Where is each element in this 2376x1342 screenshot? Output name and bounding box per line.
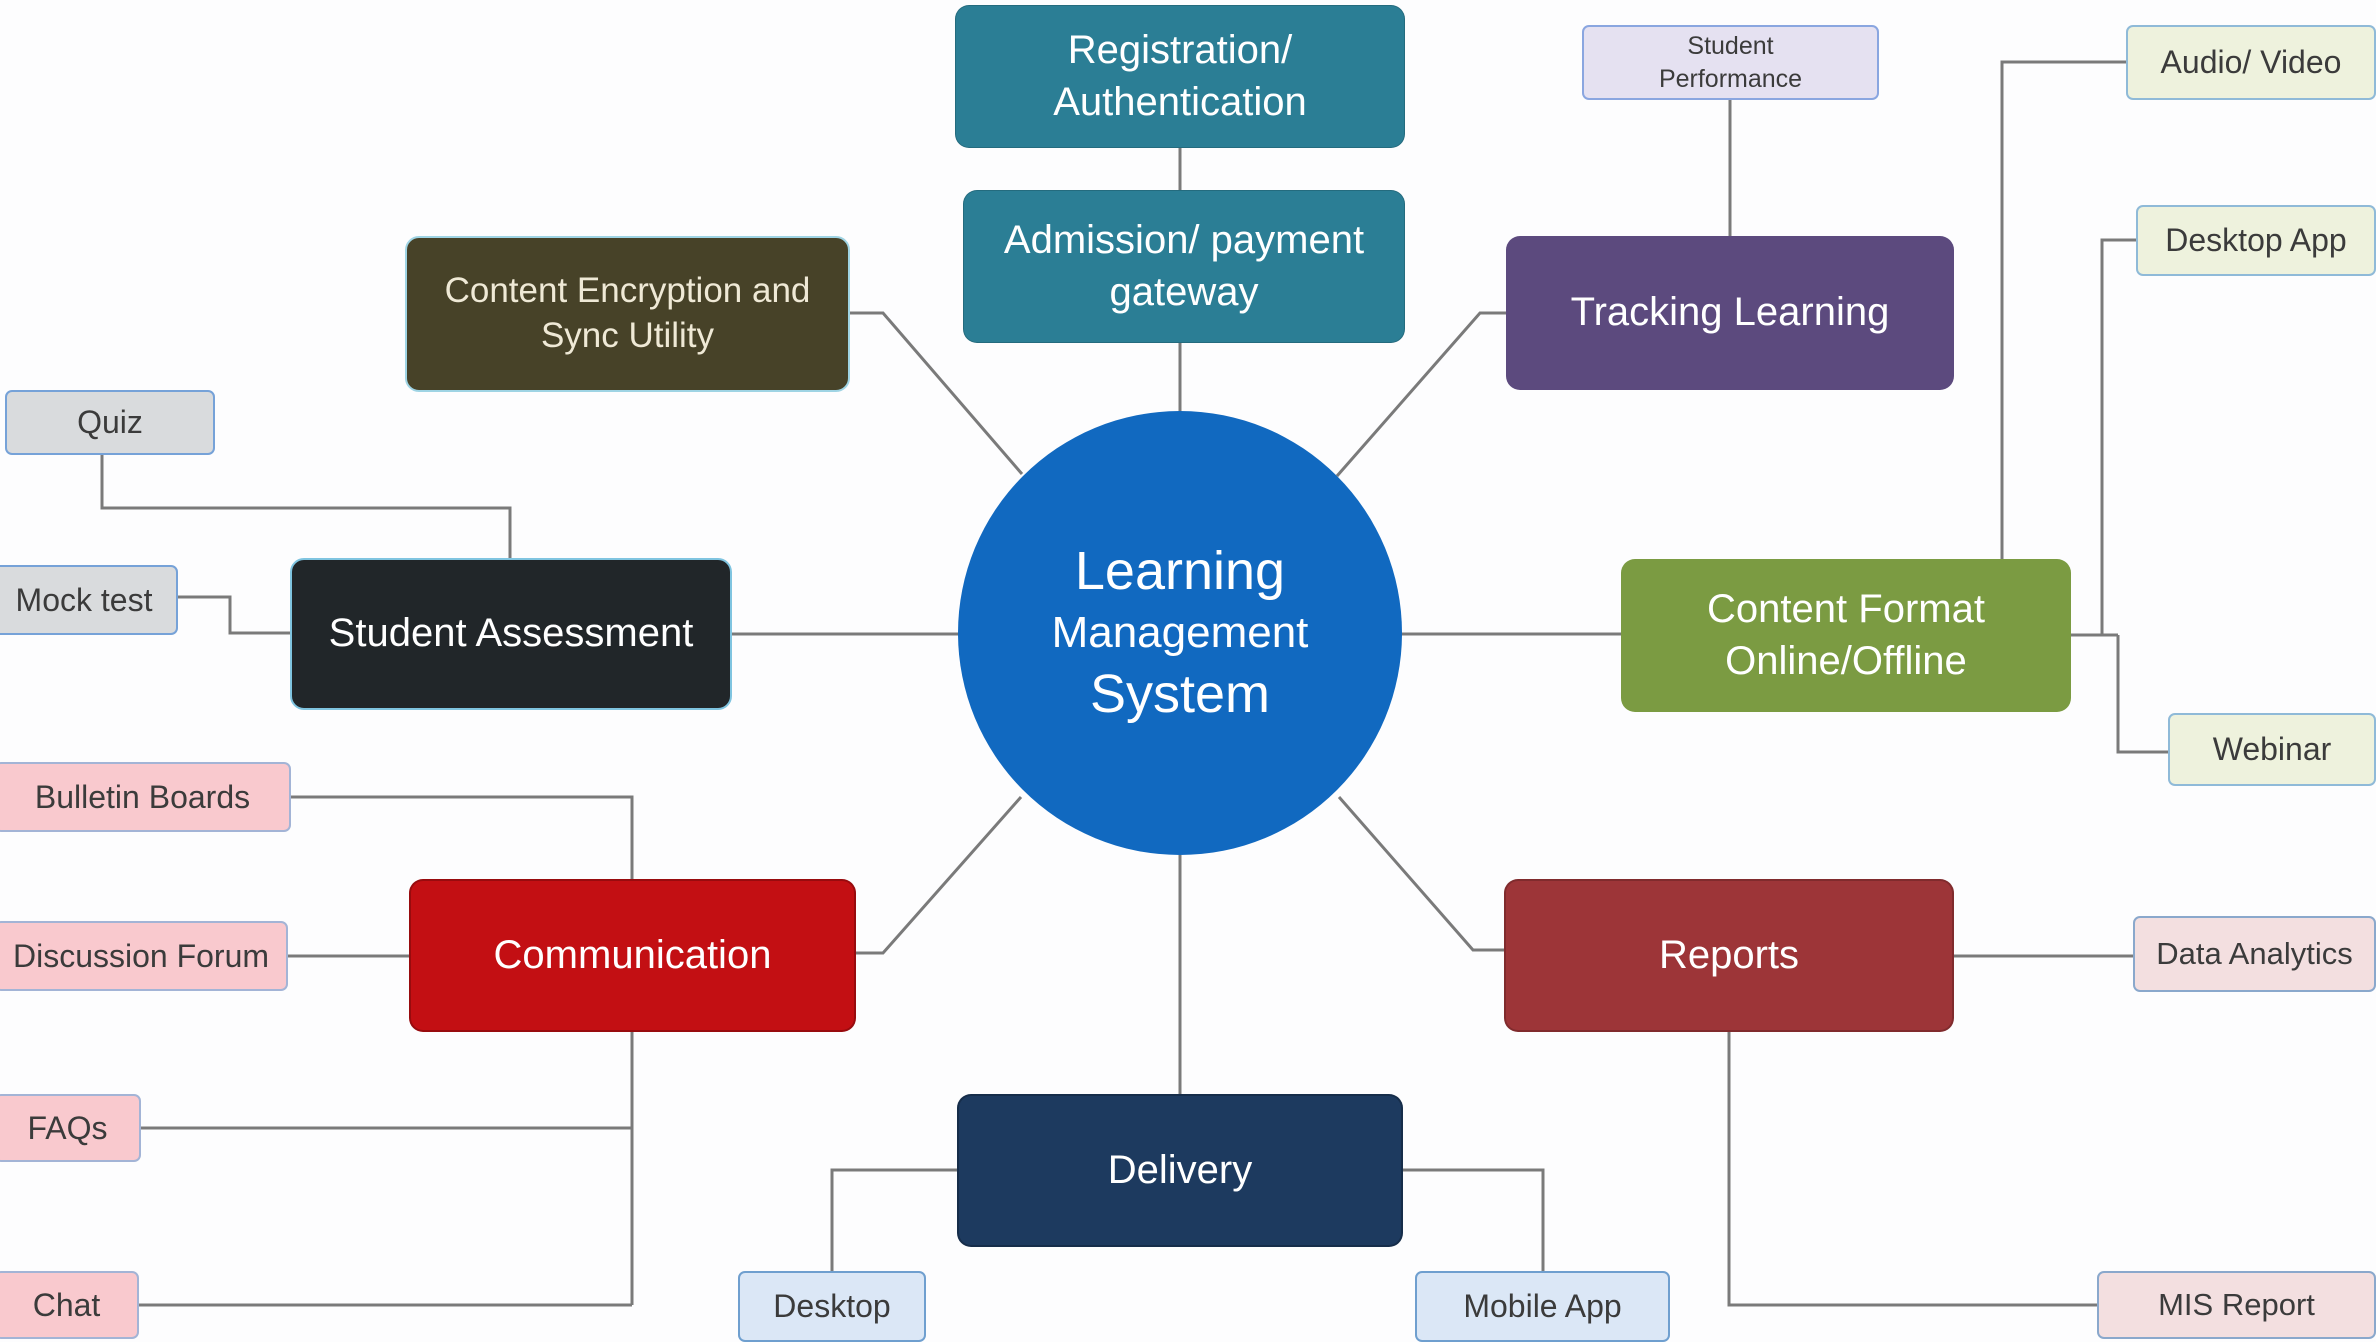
node-label: Bulletin Boards bbox=[34, 778, 251, 815]
node-label-line: Admission/ payment bbox=[1003, 218, 1365, 263]
connector-center-reports bbox=[1337, 796, 1504, 952]
connector-delivery-desktop bbox=[830, 1168, 957, 1271]
node-label: MIS Report bbox=[2158, 1287, 2315, 1322]
node-webinar: Webinar bbox=[2168, 713, 2376, 786]
connector-reports-mis-report bbox=[1727, 1032, 2097, 1307]
node-label: Desktop bbox=[773, 1288, 891, 1324]
node-label-line: Sync Utility bbox=[540, 316, 715, 355]
node-lms-center: Learning Management System bbox=[958, 411, 1402, 855]
node-label-line: gateway bbox=[1109, 269, 1259, 314]
node-label: Chat bbox=[32, 1286, 101, 1323]
node-quiz: Quiz bbox=[5, 390, 215, 455]
connector-mock-test-assessment bbox=[177, 595, 290, 635]
lms-center-line2: Management bbox=[1051, 608, 1309, 658]
node-label: Data Analytics bbox=[2156, 936, 2353, 971]
connector-desktop-app-trunk bbox=[2100, 238, 2136, 635]
node-registration-authentication: Registration/ Authentication bbox=[955, 5, 1405, 148]
node-label-line: Authentication bbox=[1053, 79, 1307, 124]
node-label: Quiz bbox=[77, 404, 143, 440]
node-desktop-app: Desktop App bbox=[2136, 205, 2376, 276]
connector-bulletin-communication bbox=[291, 795, 634, 879]
lms-center-line3: System bbox=[1089, 663, 1271, 724]
connector-quiz-assessment bbox=[100, 455, 512, 558]
node-mobile-app: Mobile App bbox=[1415, 1271, 1670, 1342]
node-desktop: Desktop bbox=[738, 1271, 926, 1342]
node-label-line: Online/Offline bbox=[1725, 638, 1967, 683]
node-communication: Communication bbox=[409, 879, 856, 1032]
node-mock-test: Mock test bbox=[0, 565, 178, 635]
node-label-line: Content Format bbox=[1707, 587, 1985, 632]
node-tracking-learning: Tracking Learning bbox=[1506, 236, 1954, 390]
node-label: Desktop App bbox=[2165, 222, 2347, 258]
node-delivery: Delivery bbox=[957, 1094, 1403, 1247]
node-bulletin-boards: Bulletin Boards bbox=[0, 762, 291, 832]
node-reports: Reports bbox=[1504, 879, 1954, 1032]
lms-center-line1: Learning bbox=[1074, 540, 1286, 601]
node-label: Mobile App bbox=[1463, 1288, 1622, 1324]
node-mis-report: MIS Report bbox=[2097, 1271, 2376, 1339]
node-label: Tracking Learning bbox=[1570, 290, 1890, 335]
node-audio-video: Audio/ Video bbox=[2126, 25, 2376, 100]
node-chat: Chat bbox=[0, 1271, 139, 1339]
node-content-encryption-sync-utility: Content Encryption and Sync Utility bbox=[405, 236, 850, 392]
node-faqs: FAQs bbox=[0, 1094, 141, 1162]
node-label-line: Student bbox=[1687, 32, 1774, 60]
node-label: Discussion Forum bbox=[12, 937, 270, 974]
node-label: Reports bbox=[1658, 932, 1800, 977]
node-label: Student Assessment bbox=[328, 611, 694, 656]
node-label-line: Content Encryption and bbox=[444, 271, 811, 311]
node-label: Webinar bbox=[2212, 731, 2332, 767]
node-content-format-online-offline: Content Format Online/Offline bbox=[1621, 559, 2071, 712]
node-label-line: Registration/ bbox=[1067, 28, 1293, 73]
connector-communication-center bbox=[856, 796, 1023, 955]
node-label: Delivery bbox=[1107, 1147, 1253, 1192]
node-label: Audio/ Video bbox=[2160, 44, 2342, 80]
node-label: Communication bbox=[493, 932, 772, 977]
connector-trunk-webinar bbox=[2116, 635, 2168, 754]
node-label: FAQs bbox=[27, 1109, 108, 1146]
node-discussion-forum: Discussion Forum bbox=[0, 921, 288, 991]
connector-center-tracking bbox=[1335, 311, 1506, 477]
connector-delivery-mobile-app bbox=[1403, 1168, 1545, 1271]
connector-audio-video-content-format bbox=[2000, 60, 2126, 559]
node-student-assessment: Student Assessment bbox=[290, 558, 732, 710]
node-student-performance: Student Performance bbox=[1582, 25, 1879, 100]
connector-encryption-center bbox=[850, 311, 1024, 475]
node-admission-payment-gateway: Admission/ payment gateway bbox=[963, 190, 1405, 343]
node-label: Mock test bbox=[15, 581, 153, 618]
node-data-analytics: Data Analytics bbox=[2133, 916, 2376, 992]
node-label-line: Performance bbox=[1658, 64, 1803, 93]
